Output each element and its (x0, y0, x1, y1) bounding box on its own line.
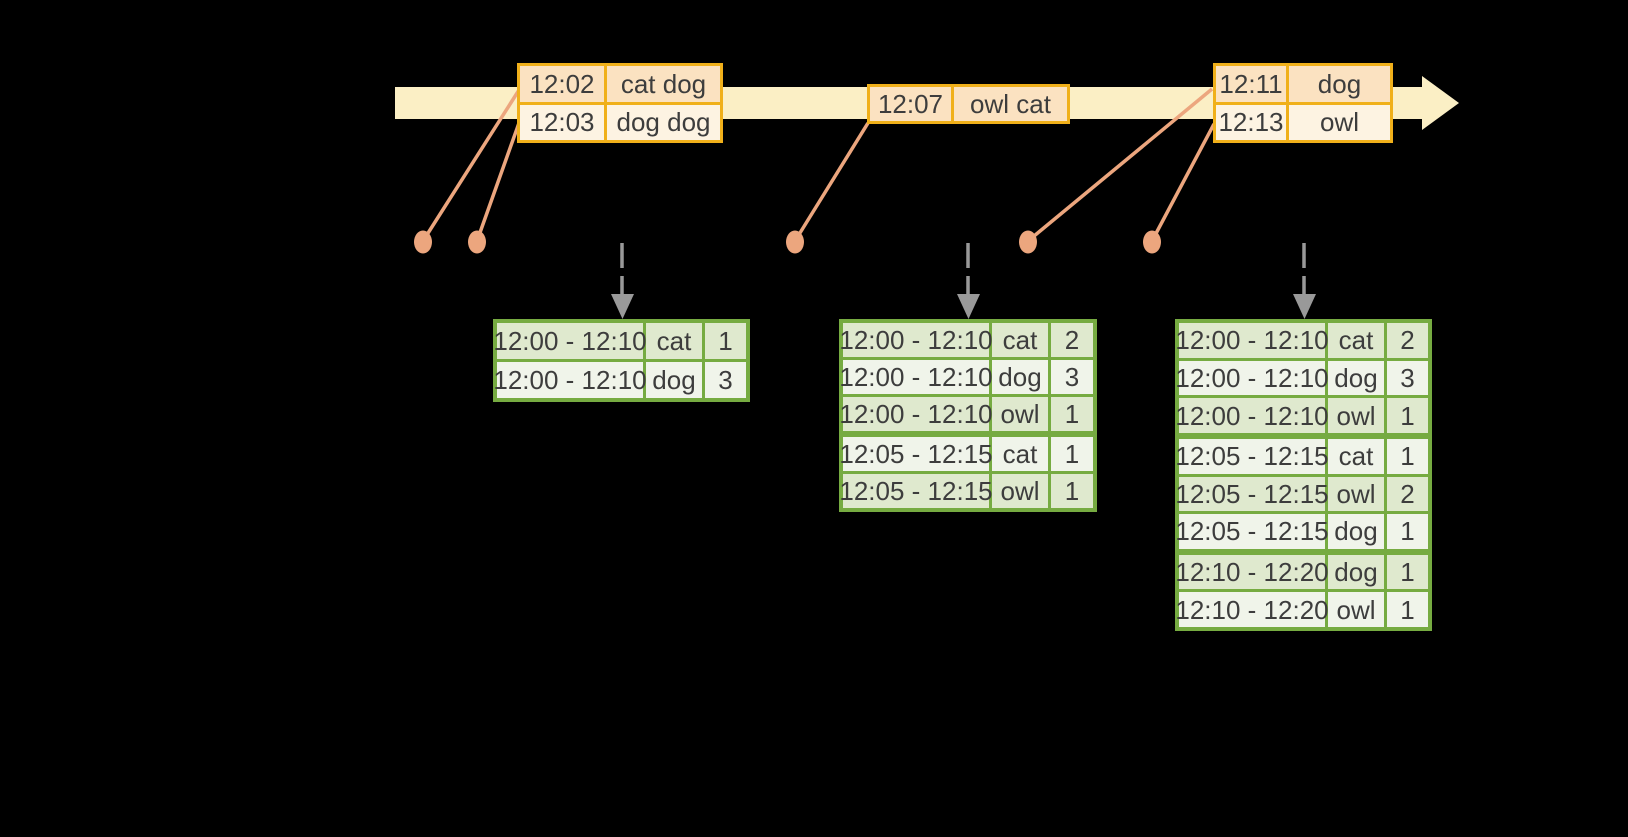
event-connector-line (793, 122, 870, 242)
result-word: dog (1328, 554, 1384, 590)
result-count: 2 (1051, 323, 1093, 357)
result-window: 12:00 - 12:10 (493, 362, 647, 398)
result-row: 12:00 - 12:10 cat 2 (839, 323, 1093, 357)
event-connector-line (421, 89, 521, 242)
event-connector-line (475, 122, 521, 242)
event-time: 12:07 (870, 87, 951, 121)
result-word: owl (1328, 476, 1384, 512)
result-word: owl (1328, 592, 1384, 627)
result-row: 12:00 - 12:10 dog 3 (839, 360, 1093, 394)
result-word: dog (992, 360, 1048, 394)
trigger-arrow-head-icon (611, 294, 634, 319)
result-count: 2 (1387, 323, 1428, 358)
result-count: 1 (1387, 438, 1428, 474)
event-connector-line (1150, 123, 1216, 242)
result-row: 12:00 - 12:10 cat 1 (493, 323, 746, 359)
result-word: owl (1328, 398, 1384, 433)
event-row: 12:11 dog (1216, 66, 1390, 102)
event-time: 12:02 (520, 66, 604, 102)
result-row: 12:05 - 12:15 cat 1 (1175, 438, 1428, 474)
event-row: 12:13 owl (1216, 104, 1390, 140)
event-words: owl cat (954, 87, 1067, 121)
result-count: 1 (1387, 554, 1428, 590)
event-time: 12:11 (1216, 66, 1286, 102)
event-words: owl (1289, 104, 1390, 140)
result-word: owl (992, 397, 1048, 431)
trigger-arrow-head-icon (957, 294, 980, 319)
result-count: 1 (1387, 592, 1428, 627)
event-dot (468, 230, 486, 254)
result-word: dog (646, 362, 702, 398)
result-row: 12:00 - 12:10 dog 3 (1175, 360, 1428, 396)
result-word: owl (992, 474, 1048, 508)
event-words: cat dog (607, 66, 720, 102)
result-window: 12:05 - 12:15 (839, 437, 993, 471)
result-row: 12:05 - 12:15 dog 1 (1175, 514, 1428, 549)
result-row: 12:00 - 12:10 owl 1 (1175, 398, 1428, 433)
result-row: 12:00 - 12:10 cat 2 (1175, 323, 1428, 358)
result-row: 12:05 - 12:15 owl 2 (1175, 476, 1428, 512)
event-table-2: 12:07 owl cat (867, 84, 1070, 124)
result-count: 3 (1387, 360, 1428, 396)
result-row: 12:10 - 12:20 dog 1 (1175, 554, 1428, 590)
result-row: 12:10 - 12:20 owl 1 (1175, 592, 1428, 627)
result-word: cat (992, 323, 1048, 357)
event-words: dog dog (607, 104, 720, 140)
result-count: 1 (1051, 437, 1093, 471)
event-row: 12:07 owl cat (870, 87, 1067, 121)
result-count: 1 (705, 323, 746, 359)
result-word: dog (1328, 360, 1384, 396)
result-row: 12:05 - 12:15 owl 1 (839, 474, 1093, 508)
result-word: dog (1328, 514, 1384, 549)
trigger-arrow-head-icon (1293, 294, 1316, 319)
result-row: 12:00 - 12:10 owl 1 (839, 397, 1093, 431)
event-dot (414, 230, 432, 254)
result-word: cat (646, 323, 702, 359)
result-count: 1 (1387, 514, 1428, 549)
result-table-1: 12:00 - 12:10 cat 1 12:00 - 12:10 dog 3 (493, 319, 750, 402)
result-window: 12:05 - 12:15 (839, 474, 993, 508)
result-count: 1 (1051, 397, 1093, 431)
result-row: 12:05 - 12:15 cat 1 (839, 437, 1093, 471)
result-word: cat (992, 437, 1048, 471)
result-window: 12:00 - 12:10 (493, 323, 647, 359)
result-word: cat (1328, 323, 1384, 358)
result-window: 12:00 - 12:10 (1175, 398, 1329, 433)
event-dot (1019, 230, 1037, 254)
event-words: dog (1289, 66, 1390, 102)
result-window: 12:00 - 12:10 (1175, 360, 1329, 396)
result-window: 12:10 - 12:20 (1175, 592, 1329, 627)
event-dot (786, 230, 804, 254)
result-word: cat (1328, 438, 1384, 474)
event-time: 12:03 (520, 104, 604, 140)
result-table-2: 12:00 - 12:10 cat 2 12:00 - 12:10 dog 3 … (839, 319, 1097, 512)
result-table-3: 12:00 - 12:10 cat 2 12:00 - 12:10 dog 3 … (1175, 319, 1432, 631)
result-count: 3 (1051, 360, 1093, 394)
event-time: 12:13 (1216, 104, 1286, 140)
result-row: 12:00 - 12:10 dog 3 (493, 362, 746, 398)
result-count: 2 (1387, 476, 1428, 512)
result-window: 12:05 - 12:15 (1175, 476, 1329, 512)
event-connector-line (1026, 87, 1214, 243)
result-window: 12:00 - 12:10 (1175, 323, 1329, 358)
event-dot (1143, 230, 1161, 254)
result-count: 1 (1051, 474, 1093, 508)
event-table-1: 12:02 cat dog 12:03 dog dog (517, 63, 723, 143)
result-window: 12:00 - 12:10 (839, 397, 993, 431)
result-window: 12:10 - 12:20 (1175, 554, 1329, 590)
result-window: 12:05 - 12:15 (1175, 514, 1329, 549)
event-table-3: 12:11 dog 12:13 owl (1213, 63, 1393, 143)
result-window: 12:00 - 12:10 (839, 360, 993, 394)
result-window: 12:00 - 12:10 (839, 323, 993, 357)
event-row: 12:02 cat dog (520, 66, 720, 102)
result-count: 1 (1387, 398, 1428, 433)
result-count: 3 (705, 362, 746, 398)
timeline-arrowhead-icon (1422, 76, 1459, 130)
result-window: 12:05 - 12:15 (1175, 438, 1329, 474)
event-row: 12:03 dog dog (520, 104, 720, 140)
